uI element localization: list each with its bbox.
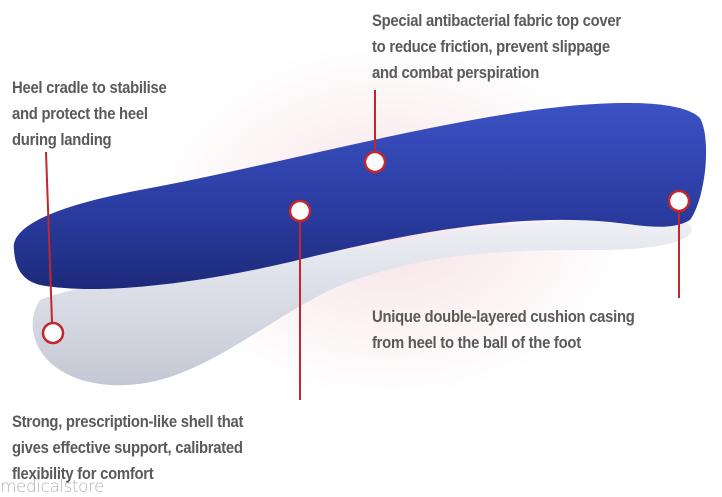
callout-heel-cradle: Heel cradle to stabilise and protect the… [12,75,167,153]
marker-cushion [667,189,691,213]
callout-lines [45,90,680,400]
callout-text: flexibility for comfort [12,465,154,483]
callout-text: during landing [12,131,112,149]
callout-text: Unique double-layered cushion casing [372,308,635,326]
callout-text: from heel to the ball of the foot [372,334,581,352]
marker-top-cover [363,150,387,174]
callout-top-cover: Special antibacterial fabric top cover t… [372,8,621,86]
insole-base-layer [32,218,692,386]
callout-text: Special antibacterial fabric top cover [372,12,621,30]
insole-top-layer [13,102,707,289]
callout-shell: Strong, prescription-like shell that giv… [12,409,243,487]
callout-text: Heel cradle to stabilise [12,79,167,97]
callout-text: and protect the heel [12,105,148,123]
callout-text: Strong, prescription-like shell that [12,413,244,431]
marker-heel [41,321,65,345]
callout-text: and combat perspiration [372,64,540,82]
marker-shell [288,199,312,223]
callout-text: to reduce friction, prevent slippage [372,38,610,56]
callout-cushion: Unique double-layered cushion casing fro… [372,304,635,356]
callout-text: gives effective support, calibrated [12,439,243,457]
callout-line-heel [45,151,53,323]
watermark: medicalstore [0,477,105,497]
